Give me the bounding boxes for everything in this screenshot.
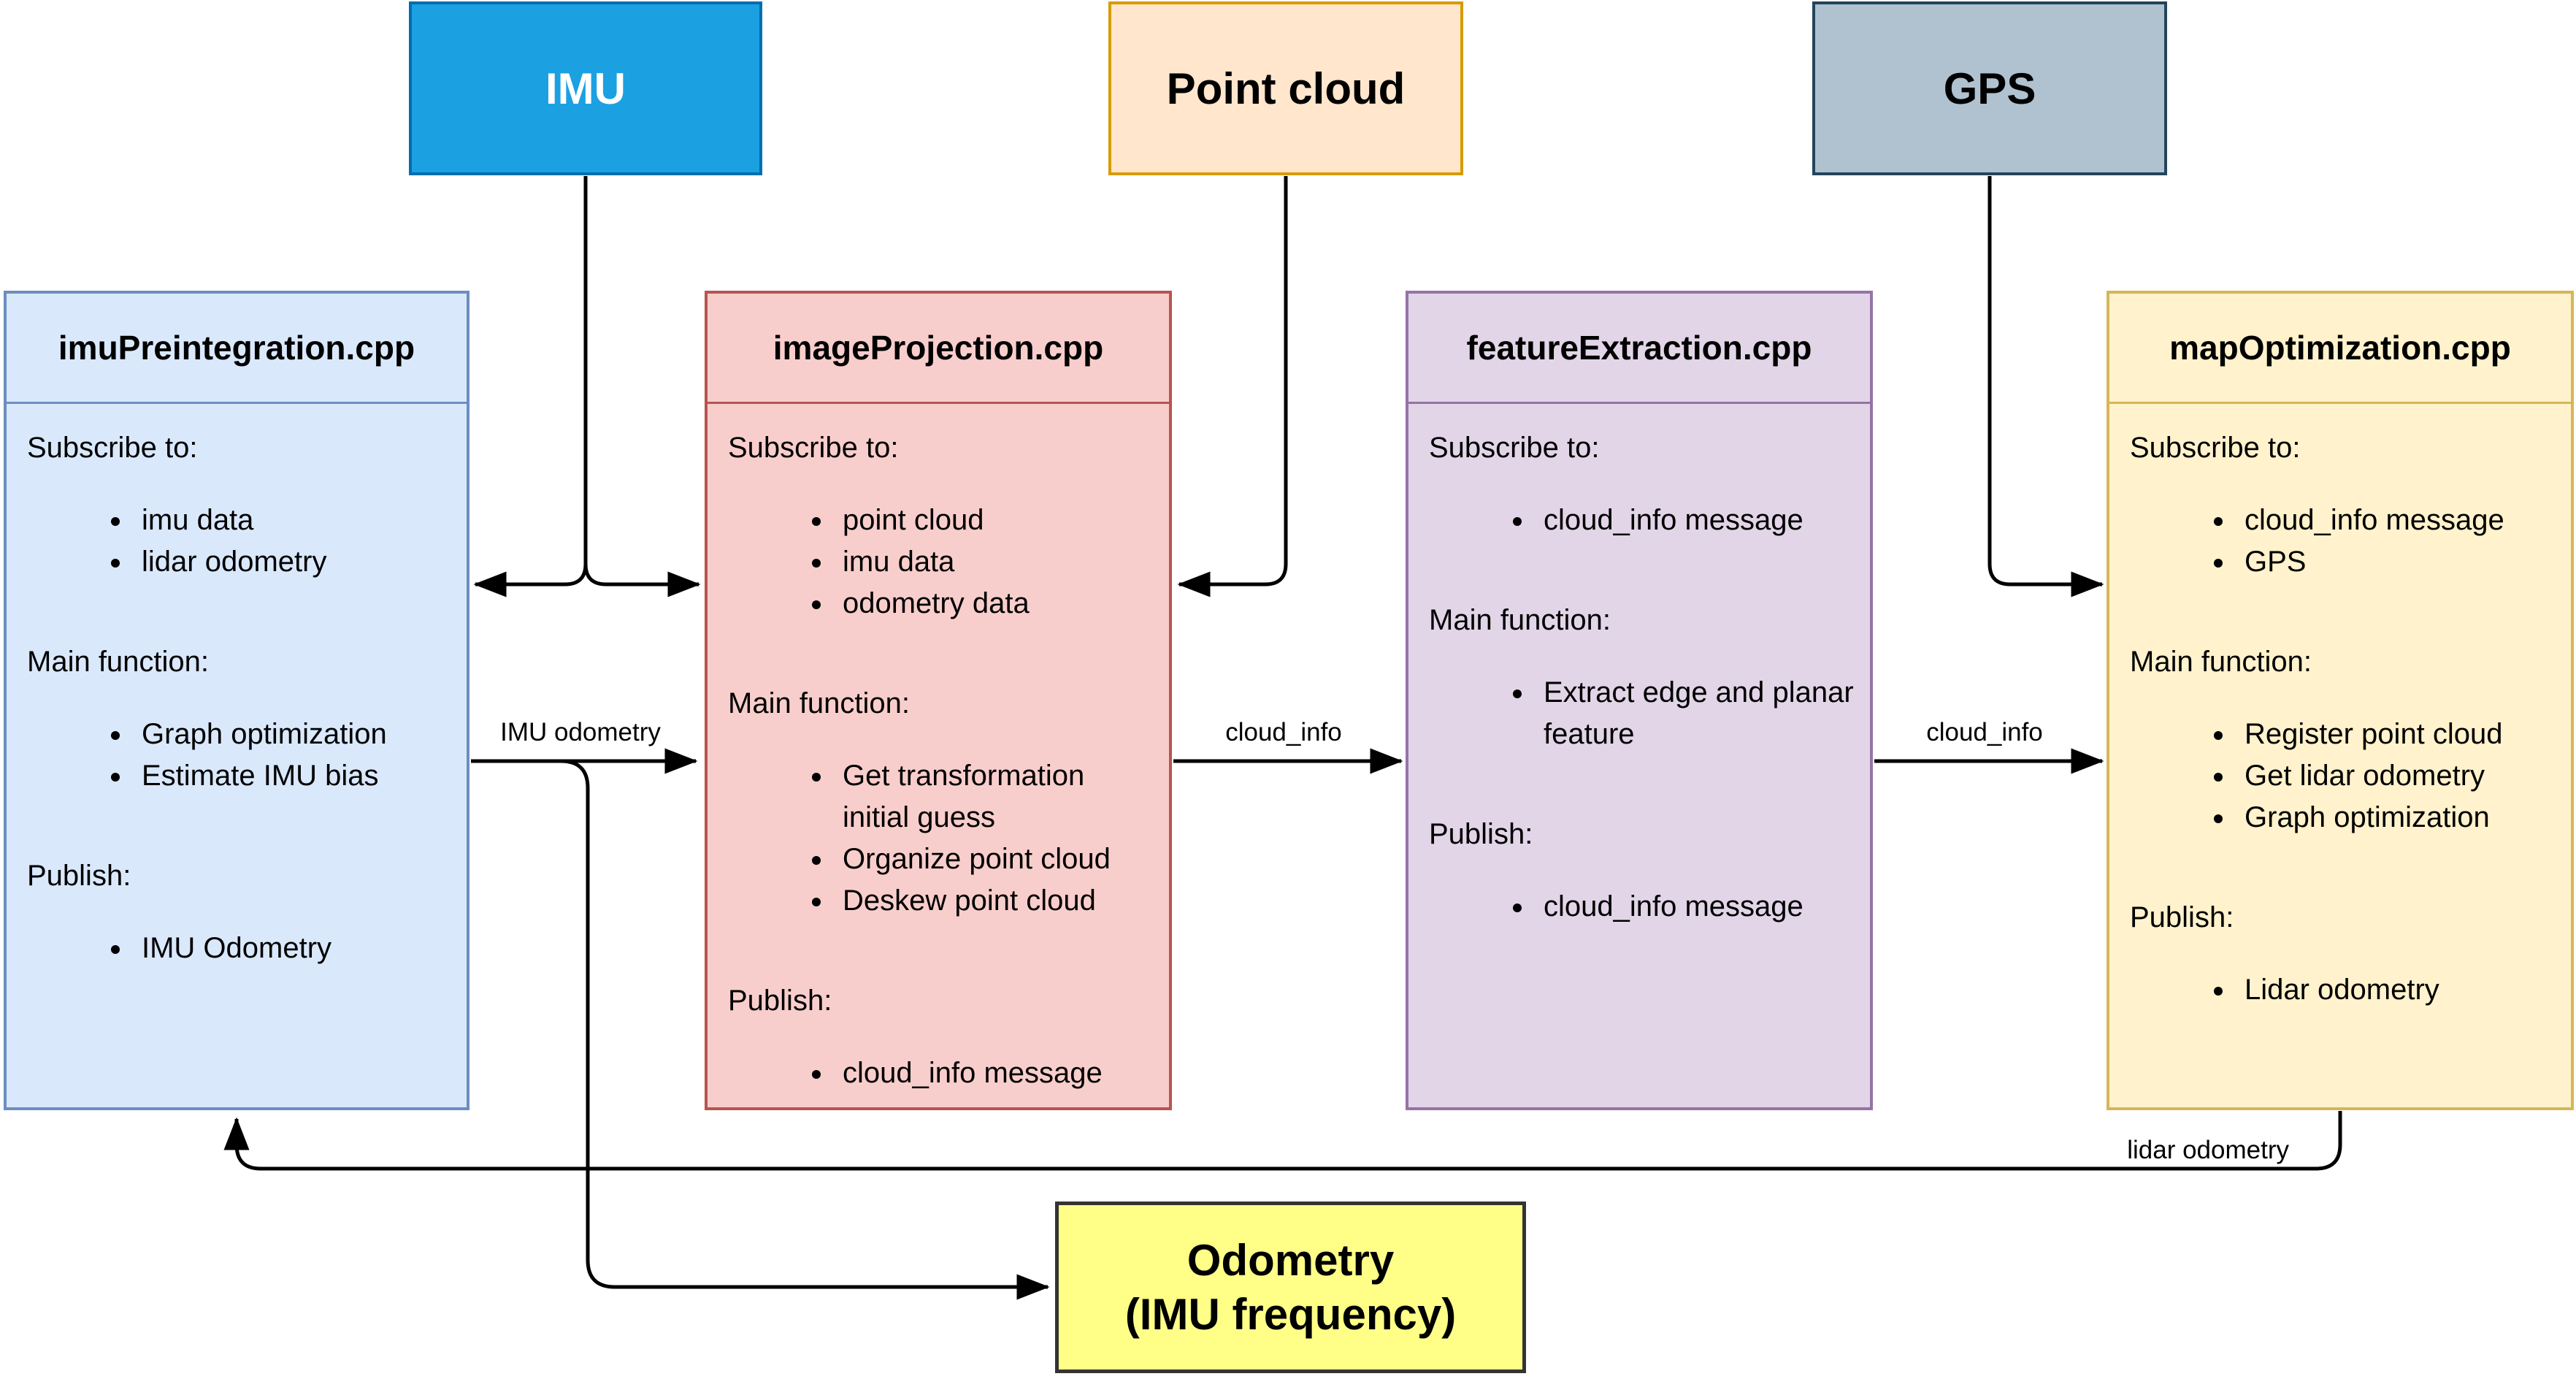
node-imu-preintegration: imuPreintegration.cpp Subscribe to: imu d… xyxy=(4,291,469,1110)
bullet-item: lidar odometry xyxy=(133,541,456,583)
section-label: Publish: xyxy=(1429,818,1533,850)
section-label: Publish: xyxy=(2130,901,2234,933)
section-label: Main function: xyxy=(27,646,210,678)
section-label: Subscribe to: xyxy=(27,432,198,464)
bullet-item: imu data xyxy=(133,500,456,541)
bullet-item: GPS xyxy=(2236,541,2561,583)
bullet-list: cloud_info message xyxy=(728,1053,1159,1094)
edge-label-cloud-info-b: cloud_info xyxy=(1926,718,2043,746)
bullet-list: imu datalidar odometry xyxy=(27,500,456,583)
section-label: Publish: xyxy=(728,985,832,1017)
bullet-item: cloud_info message xyxy=(1535,886,1860,928)
edge-lidar-odometry-feedback xyxy=(223,1111,2342,1171)
source-box-imu: IMU xyxy=(409,1,762,175)
source-label-imu: IMU xyxy=(545,64,626,113)
node-header: imageProjection.cpp xyxy=(708,294,1169,404)
bullet-list: point cloudimu dataodometry data xyxy=(728,500,1159,624)
bullet-list: Extract edge and planar feature xyxy=(1429,672,1860,755)
bullet-item: Extract edge and planar feature xyxy=(1535,672,1860,755)
bullet-item: Get lidar odometry xyxy=(2236,755,2561,797)
edge-pointcloud-to-imageprojection xyxy=(1177,176,1288,597)
bullet-item: imu data xyxy=(834,541,1159,583)
bullet-item: Register point cloud xyxy=(2236,714,2561,755)
bullet-list: cloud_info message xyxy=(1429,500,1860,541)
edge-imu-to-imageprojection xyxy=(583,563,701,597)
node-body: Subscribe to: imu datalidar odometryMain … xyxy=(7,404,467,1107)
source-box-point-cloud: Point cloud xyxy=(1108,1,1463,175)
bullet-item: point cloud xyxy=(834,500,1159,541)
section-label: Subscribe to: xyxy=(1429,432,1600,464)
section-label: Main function: xyxy=(728,687,911,719)
source-label-gps: GPS xyxy=(1943,64,2036,113)
section-label: Main function: xyxy=(2130,646,2312,678)
source-label-point-cloud: Point cloud xyxy=(1166,64,1406,113)
bullet-item: cloud_info message xyxy=(1535,500,1860,541)
node-title: imuPreintegration.cpp xyxy=(58,329,415,367)
bullet-item: Graph optimization xyxy=(2236,797,2561,839)
node-header: mapOptimization.cpp xyxy=(2109,294,2571,404)
node-feature-extraction: featureExtraction.cpp Subscribe to: cloud… xyxy=(1406,291,1873,1110)
section-label: Subscribe to: xyxy=(2130,432,2301,464)
edge-label-lidar-odometry: lidar odometry xyxy=(2127,1136,2289,1164)
node-body: Subscribe to: point cloudimu dataodometry… xyxy=(708,404,1169,1107)
bullet-item: Deskew point cloud xyxy=(834,880,1159,922)
bullet-item: cloud_info message xyxy=(834,1053,1159,1094)
bullet-item: Graph optimization xyxy=(133,714,456,755)
bullet-list: Lidar odometry xyxy=(2130,969,2561,1011)
section-label: Main function: xyxy=(1429,604,1611,636)
bullet-item: IMU Odometry xyxy=(133,928,456,969)
edge-gps-to-mapoptimization xyxy=(1987,176,2104,597)
bullet-item: odometry data xyxy=(834,583,1159,624)
bullet-item: Organize point cloud xyxy=(834,839,1159,880)
bullet-item: cloud_info message xyxy=(2236,500,2561,541)
bullet-list: IMU Odometry xyxy=(27,928,456,969)
node-header: imuPreintegration.cpp xyxy=(7,294,467,404)
output-box-odometry: Odometry (IMU frequency) xyxy=(1055,1202,1526,1373)
bullet-item: Lidar odometry xyxy=(2236,969,2561,1011)
edge-label-cloud-info-a: cloud_info xyxy=(1225,718,1342,746)
section-label: Publish: xyxy=(27,860,131,892)
node-body: Subscribe to: cloud_info messageGPS Main f… xyxy=(2109,404,2571,1107)
node-title: mapOptimization.cpp xyxy=(2169,329,2511,367)
bullet-list: cloud_info messageGPS xyxy=(2130,500,2561,583)
source-box-gps: GPS xyxy=(1812,1,2167,175)
output-label-line1: Odometry xyxy=(1187,1235,1395,1285)
bullet-list: Graph optimizationEstimate IMU bias xyxy=(27,714,456,797)
node-title: imageProjection.cpp xyxy=(773,329,1104,367)
node-header: featureExtraction.cpp xyxy=(1408,294,1870,404)
edge-imu-to-imupreintegration xyxy=(473,176,588,597)
bullet-list: Get transformation initial guessOrganize… xyxy=(728,755,1159,922)
edge-label-imu-odometry: IMU odometry xyxy=(500,718,661,746)
bullet-item: Get transformation initial guess xyxy=(834,755,1159,839)
bullet-list: Register point cloudGet lidar odometryGr… xyxy=(2130,714,2561,839)
bullet-list: cloud_info message xyxy=(1429,886,1860,928)
output-label-line2: (IMU frequency) xyxy=(1124,1289,1457,1339)
node-image-projection: imageProjection.cpp Subscribe to: point c… xyxy=(705,291,1172,1110)
node-title: featureExtraction.cpp xyxy=(1466,329,1812,367)
node-map-optimization: mapOptimization.cpp Subscribe to: cloud_i… xyxy=(2107,291,2574,1110)
bullet-item: Estimate IMU bias xyxy=(133,755,456,797)
section-label: Subscribe to: xyxy=(728,432,899,464)
